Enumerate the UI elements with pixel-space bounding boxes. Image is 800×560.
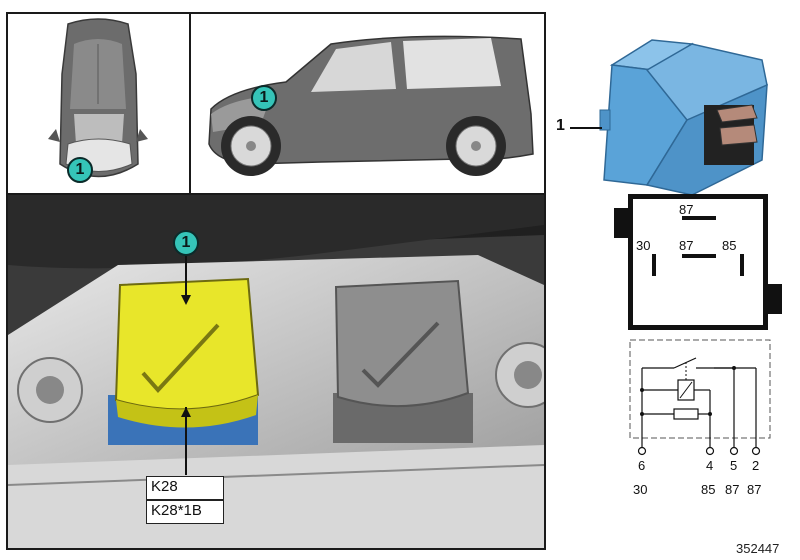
face-tab-right [768,284,782,314]
schematic-pin-2: 2 [752,458,760,473]
relay-schematic [629,339,771,456]
schematic-terminal-85: 85 [701,482,716,497]
vehicle-side-view [191,14,544,193]
schematic-pin-5: 5 [730,458,738,473]
location-label: K28 [146,476,224,500]
connector-label: K28*1B [146,500,224,524]
face-label-87-center: 87 [679,238,694,253]
relay-pin-face [628,194,768,330]
callout-detail: 1 [173,230,199,256]
face-pin-87-top [682,216,716,220]
face-tab-left [614,208,628,238]
face-label-30: 30 [636,238,651,253]
schematic-terminal-87b: 87 [747,482,762,497]
divider-vertical [189,12,191,194]
face-pin-85 [740,254,744,276]
callout-side-view: 1 [251,85,277,111]
relay-detail-view [8,195,544,548]
schematic-pin-6: 6 [638,458,646,473]
part-number: 1 [556,117,565,134]
callout-top-view: 1 [67,157,93,183]
schematic-terminal-87a: 87 [725,482,740,497]
divider-horizontal [6,193,546,195]
face-pin-87-center [682,254,716,258]
part-leader-line [570,127,602,129]
schematic-terminal-30: 30 [633,482,648,497]
face-label-87-top: 87 [679,202,694,217]
vehicle-top-view [8,14,190,194]
schematic-pin-4: 4 [706,458,714,473]
relay-part-image [599,39,768,196]
face-pin-30 [652,254,656,276]
face-label-85: 85 [722,238,737,253]
reference-number: 352447 [736,541,780,556]
